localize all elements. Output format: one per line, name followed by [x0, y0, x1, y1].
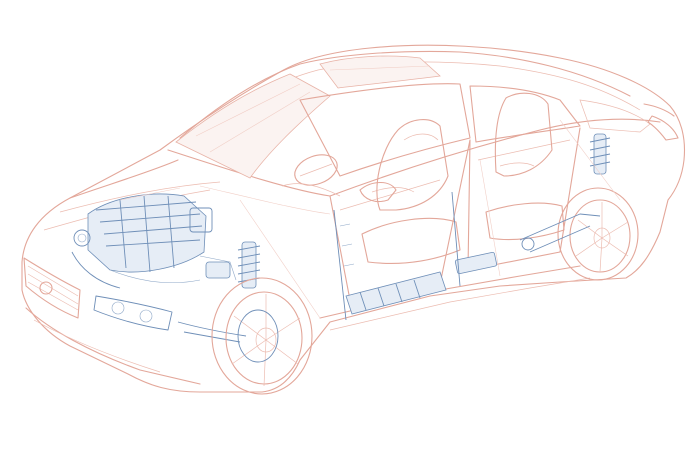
steering-wheel [281, 154, 341, 197]
rear-seat [485, 92, 565, 241]
rear-suspension [519, 133, 611, 253]
front-suspension [177, 241, 261, 343]
front-grille [23, 257, 81, 319]
side-windows [299, 83, 651, 177]
floor-battery-pack [333, 191, 498, 321]
engine-block [71, 193, 237, 289]
rear-wheel [557, 187, 639, 281]
windshield [175, 73, 331, 179]
body-detail-lines [119, 119, 621, 319]
side-mirror [359, 181, 397, 203]
front-wheel [211, 277, 313, 395]
sunroof [319, 55, 441, 89]
front-bumper [25, 307, 201, 385]
tail-light [643, 103, 679, 141]
headlight [93, 295, 173, 331]
front-seat [361, 119, 461, 264]
